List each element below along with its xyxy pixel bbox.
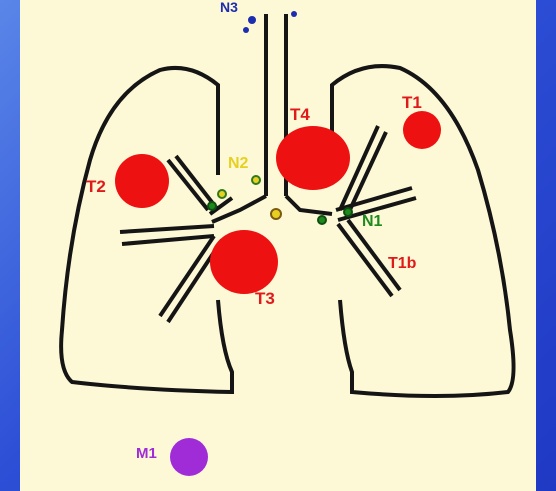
node-n2-left <box>218 190 226 198</box>
label-n2: N2 <box>228 155 249 172</box>
label-n1: N1 <box>362 213 383 230</box>
metastasis-m1 <box>170 438 208 476</box>
tumor-t1 <box>403 111 441 149</box>
label-t2: T2 <box>86 177 106 196</box>
label-t1: T1 <box>402 93 422 112</box>
tumor-t3 <box>210 230 278 294</box>
node-n1-right-a <box>344 208 352 216</box>
label-t3: T3 <box>255 289 275 308</box>
node-n2-carina <box>271 209 281 219</box>
tumor-t4 <box>276 126 350 190</box>
node-n2-right <box>252 176 260 184</box>
label-t1b: T1b <box>388 255 417 272</box>
tumor-t2 <box>115 154 169 208</box>
node-n1-left <box>208 202 216 210</box>
label-t4: T4 <box>290 105 310 124</box>
label-m1: M1 <box>136 445 157 462</box>
label-n3: N3 <box>220 0 238 15</box>
node-n1-right-b <box>318 216 326 224</box>
n3-nodes <box>243 11 297 33</box>
